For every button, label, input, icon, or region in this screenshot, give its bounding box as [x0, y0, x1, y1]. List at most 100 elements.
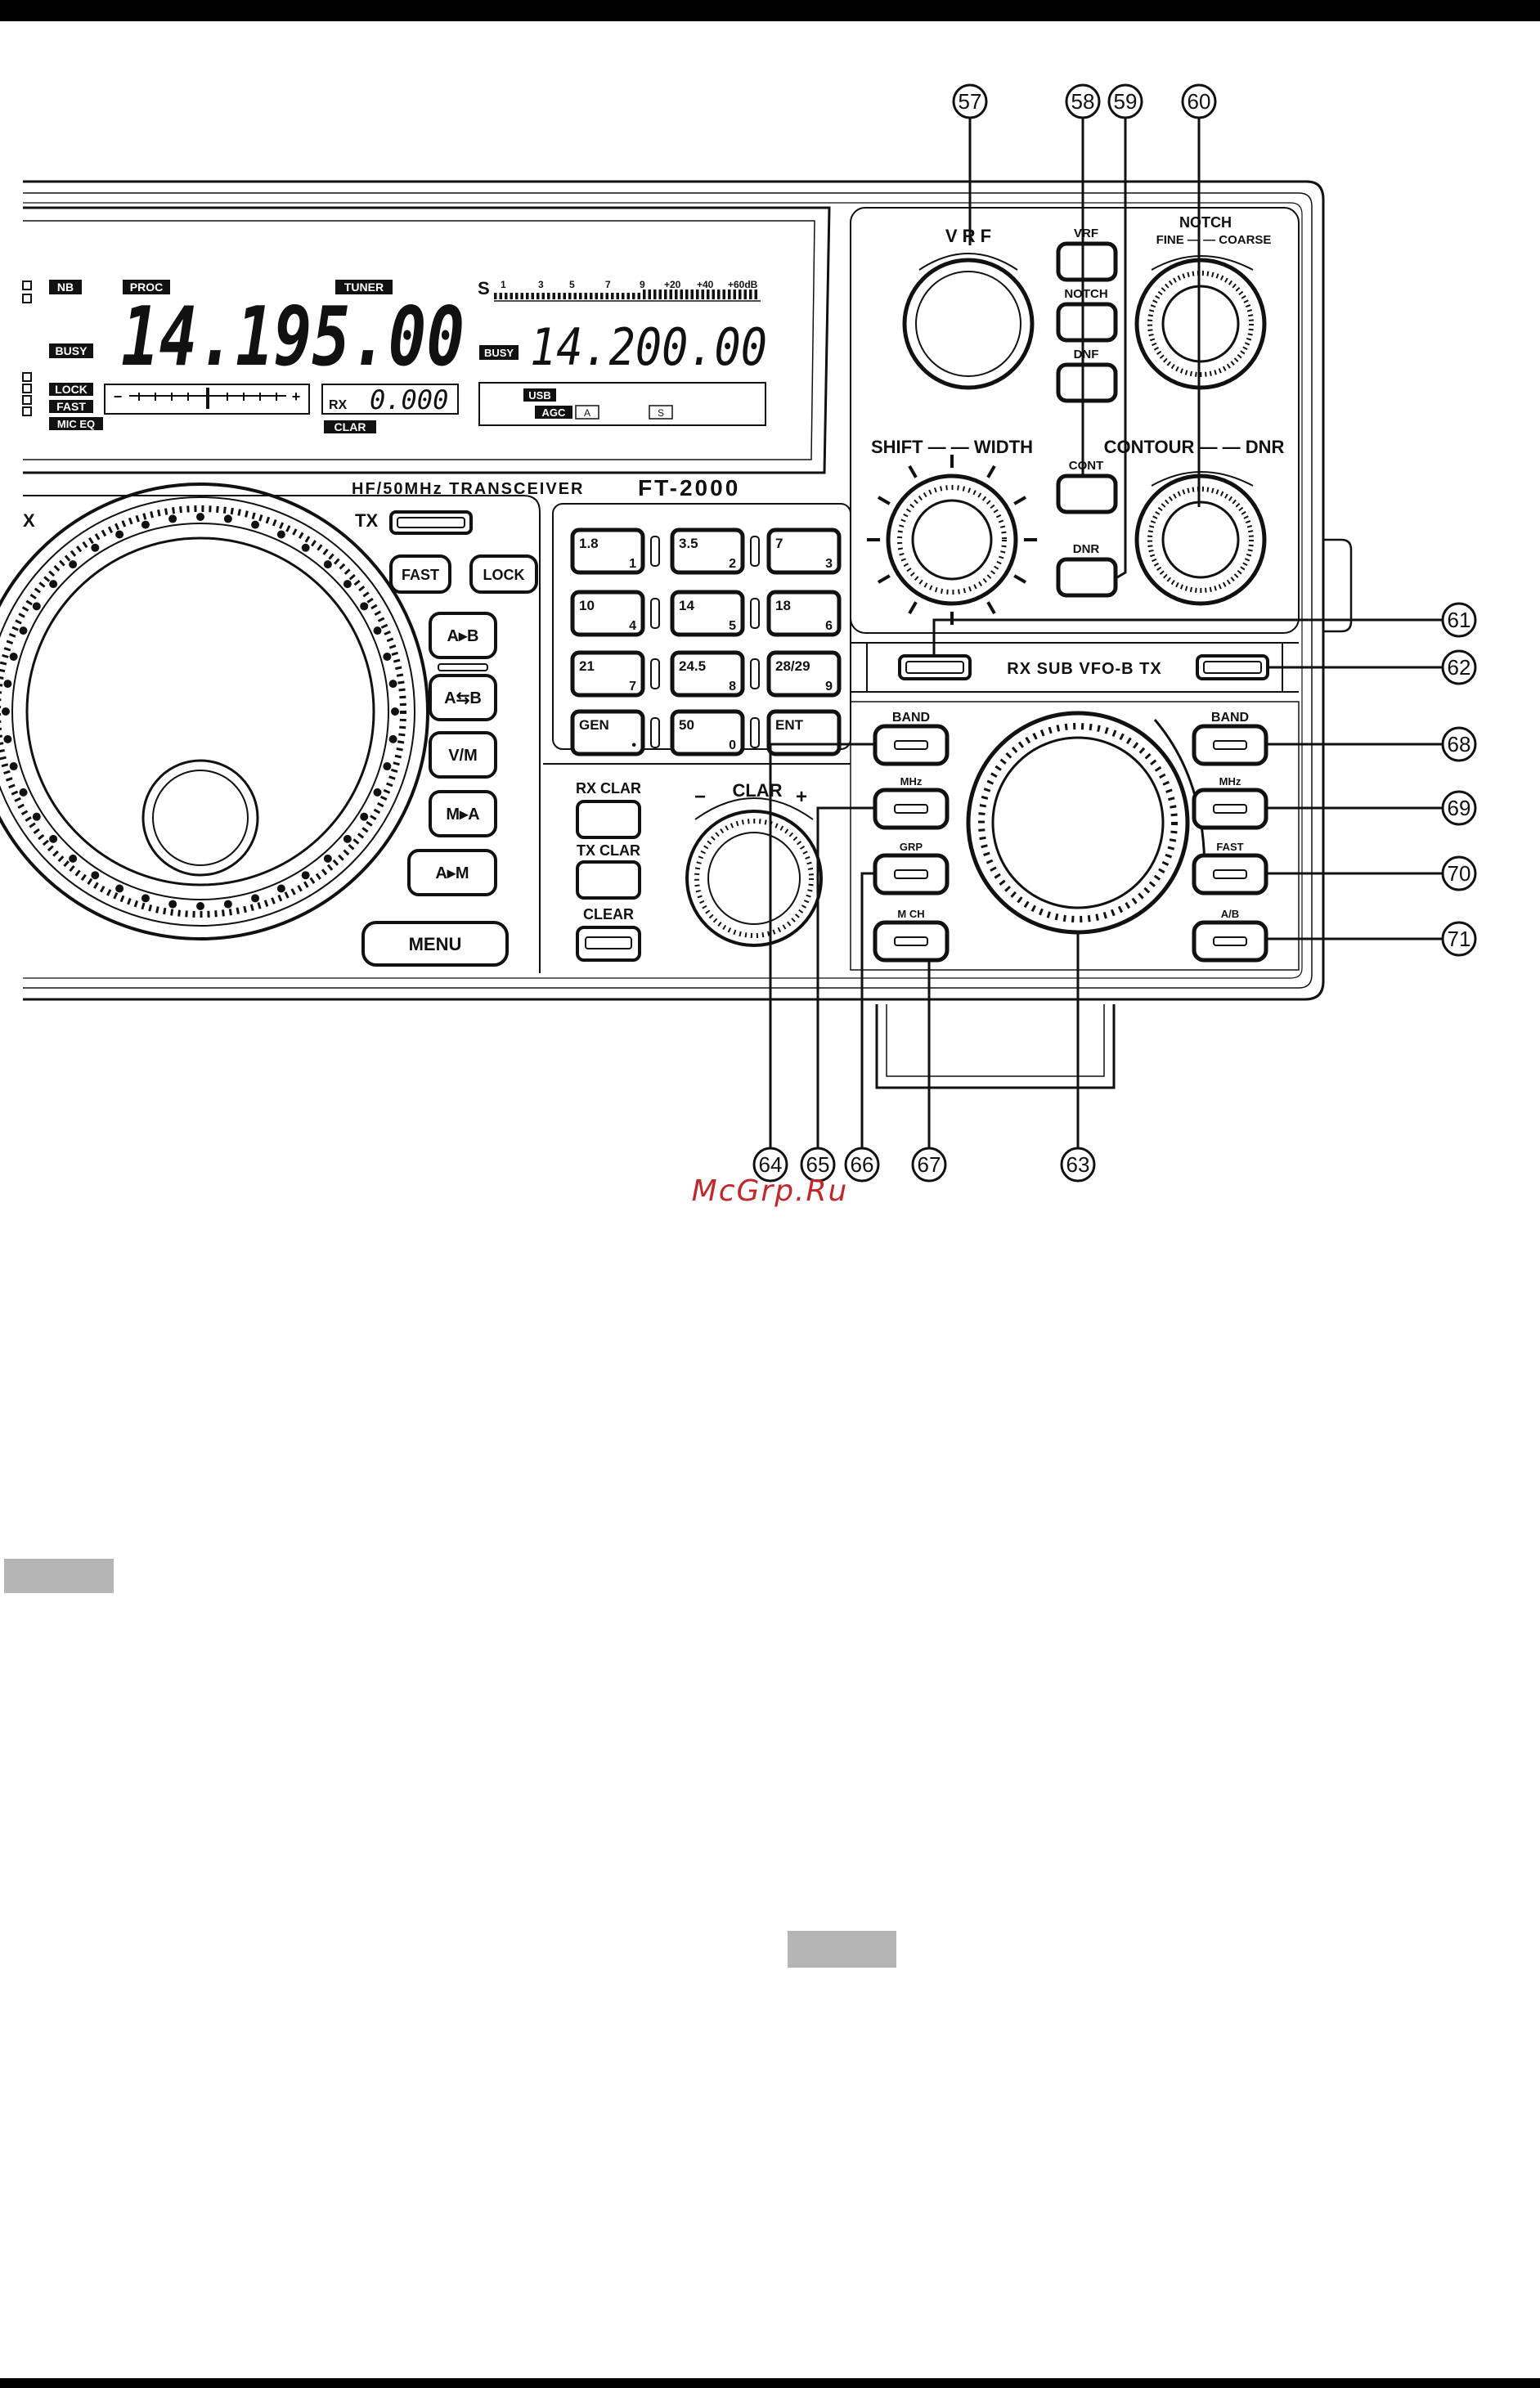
dnf-button[interactable] — [1056, 362, 1118, 403]
sub-right-label: BAND — [1211, 711, 1249, 725]
keypad-digit-label: 9 — [825, 680, 833, 694]
callout-number: 64 — [759, 1152, 783, 1177]
notch-knob[interactable] — [1134, 258, 1267, 390]
sub-right-label: MHz — [1219, 775, 1241, 788]
keypad-key[interactable]: 186 — [766, 590, 842, 637]
sub-left-button[interactable] — [873, 920, 950, 963]
clar-section: RX CLAR TX CLAR CLEAR CLAR − + — [576, 780, 823, 962]
dnr-button[interactable] — [1056, 557, 1118, 598]
keypad-key-body[interactable] — [670, 709, 745, 756]
tx-button[interactable] — [389, 510, 473, 535]
keypad-key[interactable]: 3.52 — [670, 527, 745, 575]
callout-number: 59 — [1114, 89, 1138, 114]
a-to-b-led — [438, 663, 488, 671]
sub-right-led — [1213, 869, 1247, 879]
proc-indicator: PROC — [130, 281, 163, 294]
keypad-band-label: 24.5 — [679, 658, 706, 674]
cont-button[interactable] — [1056, 474, 1118, 514]
tx-sub-button[interactable] — [1196, 654, 1269, 680]
a-swap-b-button[interactable] — [429, 674, 497, 721]
keypad-band-label: 14 — [679, 598, 694, 613]
keypad-key[interactable]: ENT — [766, 709, 842, 756]
keypad-key-body[interactable] — [670, 650, 745, 698]
callout-number: 70 — [1448, 861, 1471, 886]
callout-number: 66 — [851, 1152, 874, 1177]
sub-left-button[interactable] — [873, 788, 950, 830]
callout-number: 67 — [918, 1152, 941, 1177]
vrf-knob-label: V R F — [945, 226, 991, 246]
tx-clar-button[interactable] — [576, 860, 641, 900]
contour-dnr-label: CONTOUR — — DNR — [1104, 437, 1285, 457]
keypad-key-body[interactable] — [570, 590, 645, 637]
keypad-key[interactable]: 104 — [570, 590, 645, 637]
lock-button[interactable] — [469, 554, 538, 594]
sub-right-button[interactable] — [1192, 724, 1268, 766]
keypad-band-label: GEN — [579, 717, 609, 733]
keypad-key-body[interactable] — [570, 650, 645, 698]
a-to-m-button[interactable] — [407, 849, 497, 896]
sub-left-button[interactable] — [873, 724, 950, 766]
keypad-key[interactable]: 24.58 — [670, 650, 745, 698]
cont-button-label: CONT — [1069, 459, 1104, 473]
rx-sub-button[interactable] — [898, 654, 972, 680]
rx-clar-button[interactable] — [576, 800, 641, 839]
m-to-a-button[interactable] — [429, 790, 497, 837]
keypad-key-body[interactable] — [670, 527, 745, 575]
clear-button[interactable] — [576, 926, 641, 962]
dnr-button-label: DNR — [1073, 542, 1100, 556]
sub-right-label: FAST — [1216, 841, 1243, 853]
lock-button-label: LOCK — [483, 567, 525, 583]
agc-indicator: AGC — [542, 406, 567, 419]
menu-button[interactable] — [361, 921, 509, 967]
fast-button-label: FAST — [402, 567, 439, 583]
notch-button[interactable] — [1056, 302, 1118, 343]
keypad-key[interactable]: 145 — [670, 590, 745, 637]
sub-right-button[interactable] — [1192, 788, 1268, 830]
keypad-key[interactable]: 500 — [670, 709, 745, 756]
clar-knob[interactable] — [685, 797, 823, 947]
v-m-button[interactable] — [429, 731, 497, 779]
callout-number: 60 — [1188, 89, 1211, 114]
contour-dnr-knob[interactable] — [1134, 474, 1267, 606]
keypad-key-body[interactable] — [766, 590, 842, 637]
callout-number: 65 — [806, 1152, 830, 1177]
keypad-key-body[interactable] — [570, 527, 645, 575]
keypad-key[interactable]: 217 — [570, 650, 645, 698]
keypad-key[interactable]: 1.81 — [570, 527, 645, 575]
keypad-band-label: 3.5 — [679, 536, 698, 551]
keypad-key-body[interactable] — [670, 590, 745, 637]
keypad-key[interactable]: 28/299 — [766, 650, 842, 698]
v-m-label: V/M — [448, 747, 478, 765]
vrf-button[interactable] — [1056, 241, 1118, 282]
rx-sub-led — [905, 661, 964, 674]
bottom-bar — [0, 2378, 1540, 2388]
radio-body — [23, 180, 1353, 1089]
mic-eq-indicator: MIC EQ — [57, 418, 95, 430]
keypad-key[interactable]: 73 — [766, 527, 842, 575]
callout-bubble — [1441, 921, 1477, 957]
keypad-band-label: 10 — [579, 598, 595, 613]
sub-tuning-dial[interactable] — [966, 711, 1206, 935]
keypad-divider — [650, 598, 660, 629]
callout-number: 63 — [1066, 1152, 1090, 1177]
keypad-key-body[interactable] — [766, 650, 842, 698]
sub-right-button[interactable] — [1192, 853, 1268, 896]
sub-left-label: MHz — [900, 775, 923, 788]
sub-left-button[interactable] — [873, 853, 950, 896]
keypad-key[interactable]: GEN • — [570, 709, 645, 756]
sub-right-button[interactable] — [1192, 920, 1268, 963]
fast-button[interactable] — [389, 554, 451, 594]
sub-right-led — [1213, 936, 1247, 946]
main-dial[interactable] — [0, 483, 429, 940]
a-to-b-button[interactable] — [429, 612, 497, 659]
keypad-key-body[interactable] — [766, 527, 842, 575]
keypad-digit-label: • — [631, 738, 636, 752]
busy-sub-indicator: BUSY — [484, 347, 514, 359]
shift-width-knob[interactable] — [867, 455, 1037, 625]
vrf-knob[interactable] — [902, 258, 1035, 390]
lcd-display: NB BUSY LOCK FAST MIC EQ PROC TUNER 14.1… — [22, 278, 767, 433]
keypad-key-body[interactable] — [570, 709, 645, 756]
keypad-divider — [750, 536, 760, 567]
